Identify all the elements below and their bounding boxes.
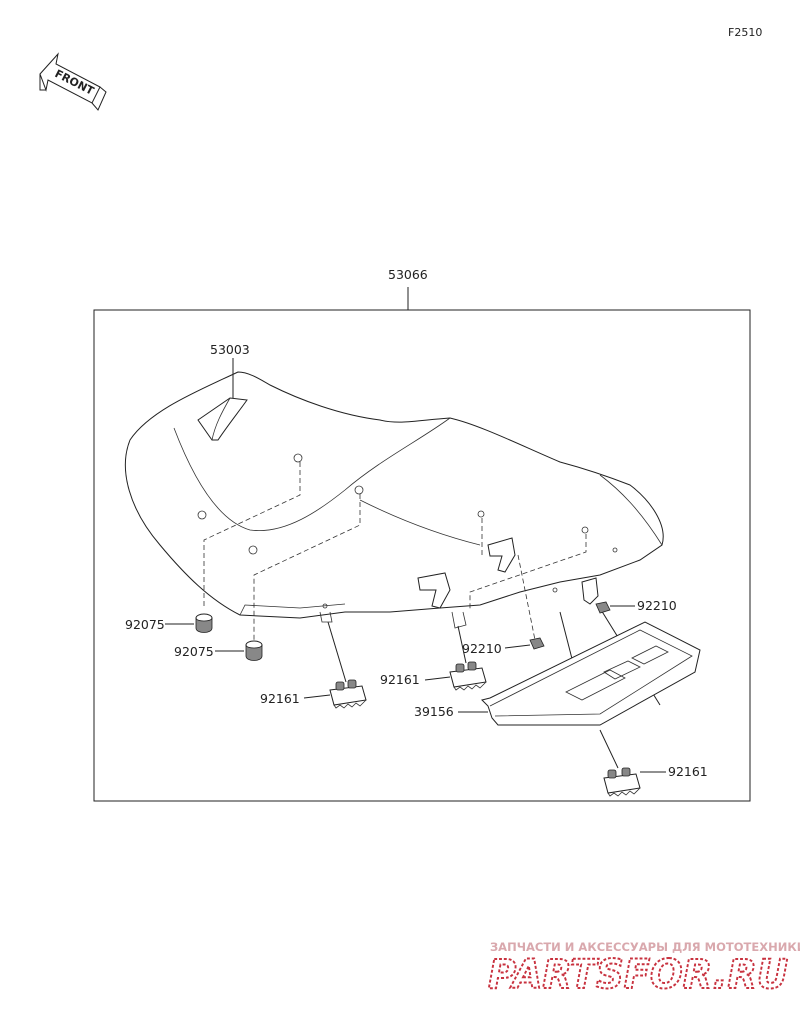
watermark-logo: PARTSFOR.RU [488,952,788,998]
part-label-92161-b: 92161 [380,672,420,687]
part-label-92210-b: 92210 [637,598,677,613]
part-label-92075-b: 92075 [174,644,214,659]
damper-part [195,613,263,661]
watermark-tagline: ЗАПЧАСТИ И АКСЕССУАРЫ ДЛЯ МОТОТЕХНИКИ [490,940,800,954]
part-label-92161-a: 92161 [260,691,300,706]
front-arrow-icon: FRONT [39,52,107,111]
assembly-frame [93,309,751,802]
part-label-92161-c: 92161 [668,764,708,779]
pad-part [481,621,701,726]
seat-illustration [124,358,664,641]
figure-code: F2510 [728,26,762,39]
part-label-53066: 53066 [388,267,428,282]
clip-part [329,661,641,797]
part-label-92075-a: 92075 [125,617,165,632]
part-label-92210-a: 92210 [462,641,502,656]
part-label-53003: 53003 [210,342,250,357]
part-label-39156: 39156 [414,704,454,719]
nut-part [529,601,611,650]
